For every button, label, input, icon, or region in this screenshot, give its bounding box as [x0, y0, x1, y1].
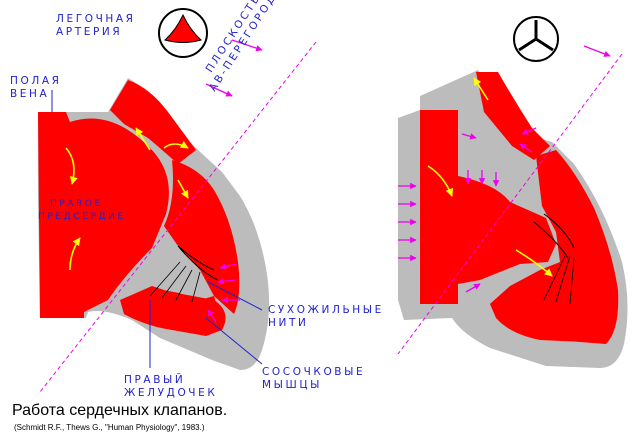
figure-caption: Работа сердечных клапанов. — [12, 402, 227, 420]
valve-open-icon — [159, 9, 207, 57]
right-heart — [398, 46, 628, 368]
label-line: ЖЕЛУДОЧЕК — [124, 387, 217, 400]
figure-citation: (Schmidt R.F., Thews G., "Human Physiolo… — [14, 423, 205, 432]
label-line: СУХОЖИЛЬНЫЕ — [268, 304, 384, 317]
label-line: ПРАВОЕ — [38, 198, 126, 211]
label-line: ПРЕДСЕРДИЕ — [38, 211, 126, 224]
pulmonary-artery-label: ЛЕГОЧНАЯ АРТЕРИЯ — [56, 13, 136, 39]
label-line: МЫШЦЫ — [262, 379, 365, 392]
chordae-label: СУХОЖИЛЬНЫЕ НИТИ — [268, 304, 384, 330]
label-line: АРТЕРИЯ — [56, 26, 136, 39]
ventricle-label: ПРАВЫЙ ЖЕЛУДОЧЕК — [124, 374, 217, 400]
label-line: ВЕНА — [10, 88, 62, 101]
label-line: ЛЕГОЧНАЯ — [56, 13, 136, 26]
label-line: ПРАВЫЙ — [124, 374, 217, 387]
label-line: СОСОЧКОВЫЕ — [262, 366, 365, 379]
valve-closed-icon — [514, 17, 558, 61]
vena-cava-label: ПОЛАЯ ВЕНА — [10, 75, 62, 101]
label-line: НИТИ — [268, 317, 384, 330]
label-line: ПОЛАЯ — [10, 75, 62, 88]
papillary-muscles-label: СОСОЧКОВЫЕ МЫШЦЫ — [262, 366, 365, 392]
atrium-label: ПРАВОЕ ПРЕДСЕРДИЕ — [38, 198, 126, 224]
